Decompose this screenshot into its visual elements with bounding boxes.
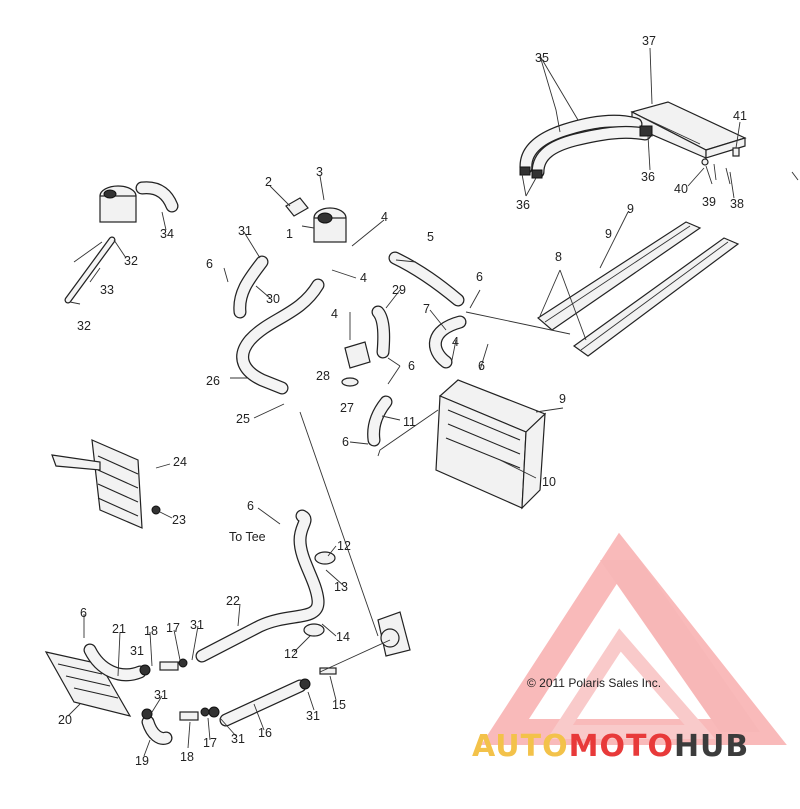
bracket-12	[303, 551, 336, 637]
callout-28: 28	[316, 369, 330, 383]
callout-32b: 32	[77, 319, 91, 333]
callout-11: 11	[403, 415, 416, 429]
water-pump-14	[377, 611, 411, 657]
callout-18b: 18	[180, 750, 194, 764]
leader-lines	[67, 47, 741, 757]
callout-31c: 31	[130, 644, 144, 658]
vent-tube-33	[64, 236, 116, 304]
callout-31d: 31	[154, 688, 168, 702]
callout-37: 37	[642, 34, 656, 48]
callout-12a: 12	[337, 539, 351, 553]
callout-6c: 6	[408, 359, 415, 373]
thermostat-housing-28	[341, 341, 371, 387]
hose-26	[236, 278, 325, 395]
overflow-tank-34	[99, 181, 179, 223]
callout-40: 40	[674, 182, 688, 196]
radiator-10	[435, 379, 547, 510]
hose-29-11	[367, 305, 393, 447]
hose-30	[233, 255, 269, 319]
callout-9c: 9	[559, 392, 566, 406]
cap-2	[285, 197, 309, 217]
callout-6f: 6	[247, 499, 254, 513]
callout-29: 29	[392, 283, 406, 297]
cooler-24	[51, 439, 161, 529]
clamps-36	[519, 125, 653, 179]
callout-36b: 36	[641, 170, 655, 184]
callout-labels: 1 2 3 4 4 4 4 5 6 6 6 6 6 6 6 7 8 9 9 9 …	[58, 34, 747, 768]
callout-34: 34	[160, 227, 174, 241]
callout-24: 24	[173, 455, 187, 469]
callout-7: 7	[423, 302, 430, 316]
callout-31b: 31	[190, 618, 204, 632]
hoses-35	[519, 114, 652, 179]
callout-31a: 31	[238, 224, 252, 238]
callout-5: 5	[427, 230, 434, 244]
callout-22: 22	[226, 594, 240, 608]
callout-20: 20	[58, 713, 72, 727]
callout-8: 8	[555, 250, 562, 264]
callout-21: 21	[112, 622, 126, 636]
callout-9a: 9	[627, 202, 634, 216]
hose-7	[428, 315, 467, 369]
callout-17a: 17	[166, 621, 180, 635]
watermark-word-hub: HUB	[674, 729, 749, 764]
callout-17b: 17	[203, 736, 217, 750]
watermark-word-auto: AUTO	[472, 729, 569, 764]
hose-16	[219, 679, 307, 727]
callout-6b: 6	[476, 270, 483, 284]
callout-4d: 4	[452, 335, 459, 349]
callout-6g: 6	[80, 606, 87, 620]
callout-39: 39	[702, 195, 716, 209]
callout-31f: 31	[306, 709, 320, 723]
callout-6a: 6	[206, 257, 213, 271]
callout-32a: 32	[124, 254, 138, 268]
callout-26: 26	[206, 374, 220, 388]
cooler-20	[44, 651, 132, 717]
hose-19	[141, 715, 173, 745]
callout-35: 35	[535, 51, 549, 65]
callout-41: 41	[733, 109, 747, 123]
hose-5	[388, 251, 465, 307]
callout-27: 27	[340, 401, 354, 415]
callout-4a: 4	[381, 210, 388, 224]
callout-10: 10	[542, 475, 556, 489]
callout-4b: 4	[360, 271, 367, 285]
copyright-text: © 2011 Polaris Sales Inc.	[527, 676, 661, 690]
hose-22	[195, 509, 325, 663]
callout-16: 16	[258, 726, 272, 740]
callout-6e: 6	[342, 435, 349, 449]
callout-13: 13	[334, 580, 348, 594]
watermark-logo	[481, 532, 787, 745]
hose-21	[83, 643, 147, 682]
callout-25: 25	[236, 412, 250, 426]
callout-33: 33	[100, 283, 114, 297]
callout-30: 30	[266, 292, 280, 306]
callout-9b: 9	[605, 227, 612, 241]
callout-38: 38	[730, 197, 744, 211]
callout-19: 19	[135, 754, 149, 768]
callout-2: 2	[265, 175, 272, 189]
callout-1: 1	[286, 227, 293, 241]
callout-18a: 18	[144, 624, 158, 638]
callout-6d: 6	[478, 359, 485, 373]
shroud-panels-8	[537, 221, 740, 357]
callout-36a: 36	[516, 198, 530, 212]
callout-31e: 31	[231, 732, 245, 746]
callout-14: 14	[336, 630, 350, 644]
callout-12b: 12	[284, 647, 298, 661]
callout-3: 3	[316, 165, 323, 179]
fittings-17-18-31	[139, 658, 337, 721]
watermark-word-moto: MOTO	[569, 729, 674, 764]
to-tee-note: To Tee	[229, 530, 266, 544]
watermark-text: AUTOMOTOHUB	[472, 729, 749, 764]
reservoir-1	[313, 207, 347, 243]
callout-4c: 4	[331, 307, 338, 321]
callout-15: 15	[332, 698, 346, 712]
callout-23: 23	[172, 513, 186, 527]
